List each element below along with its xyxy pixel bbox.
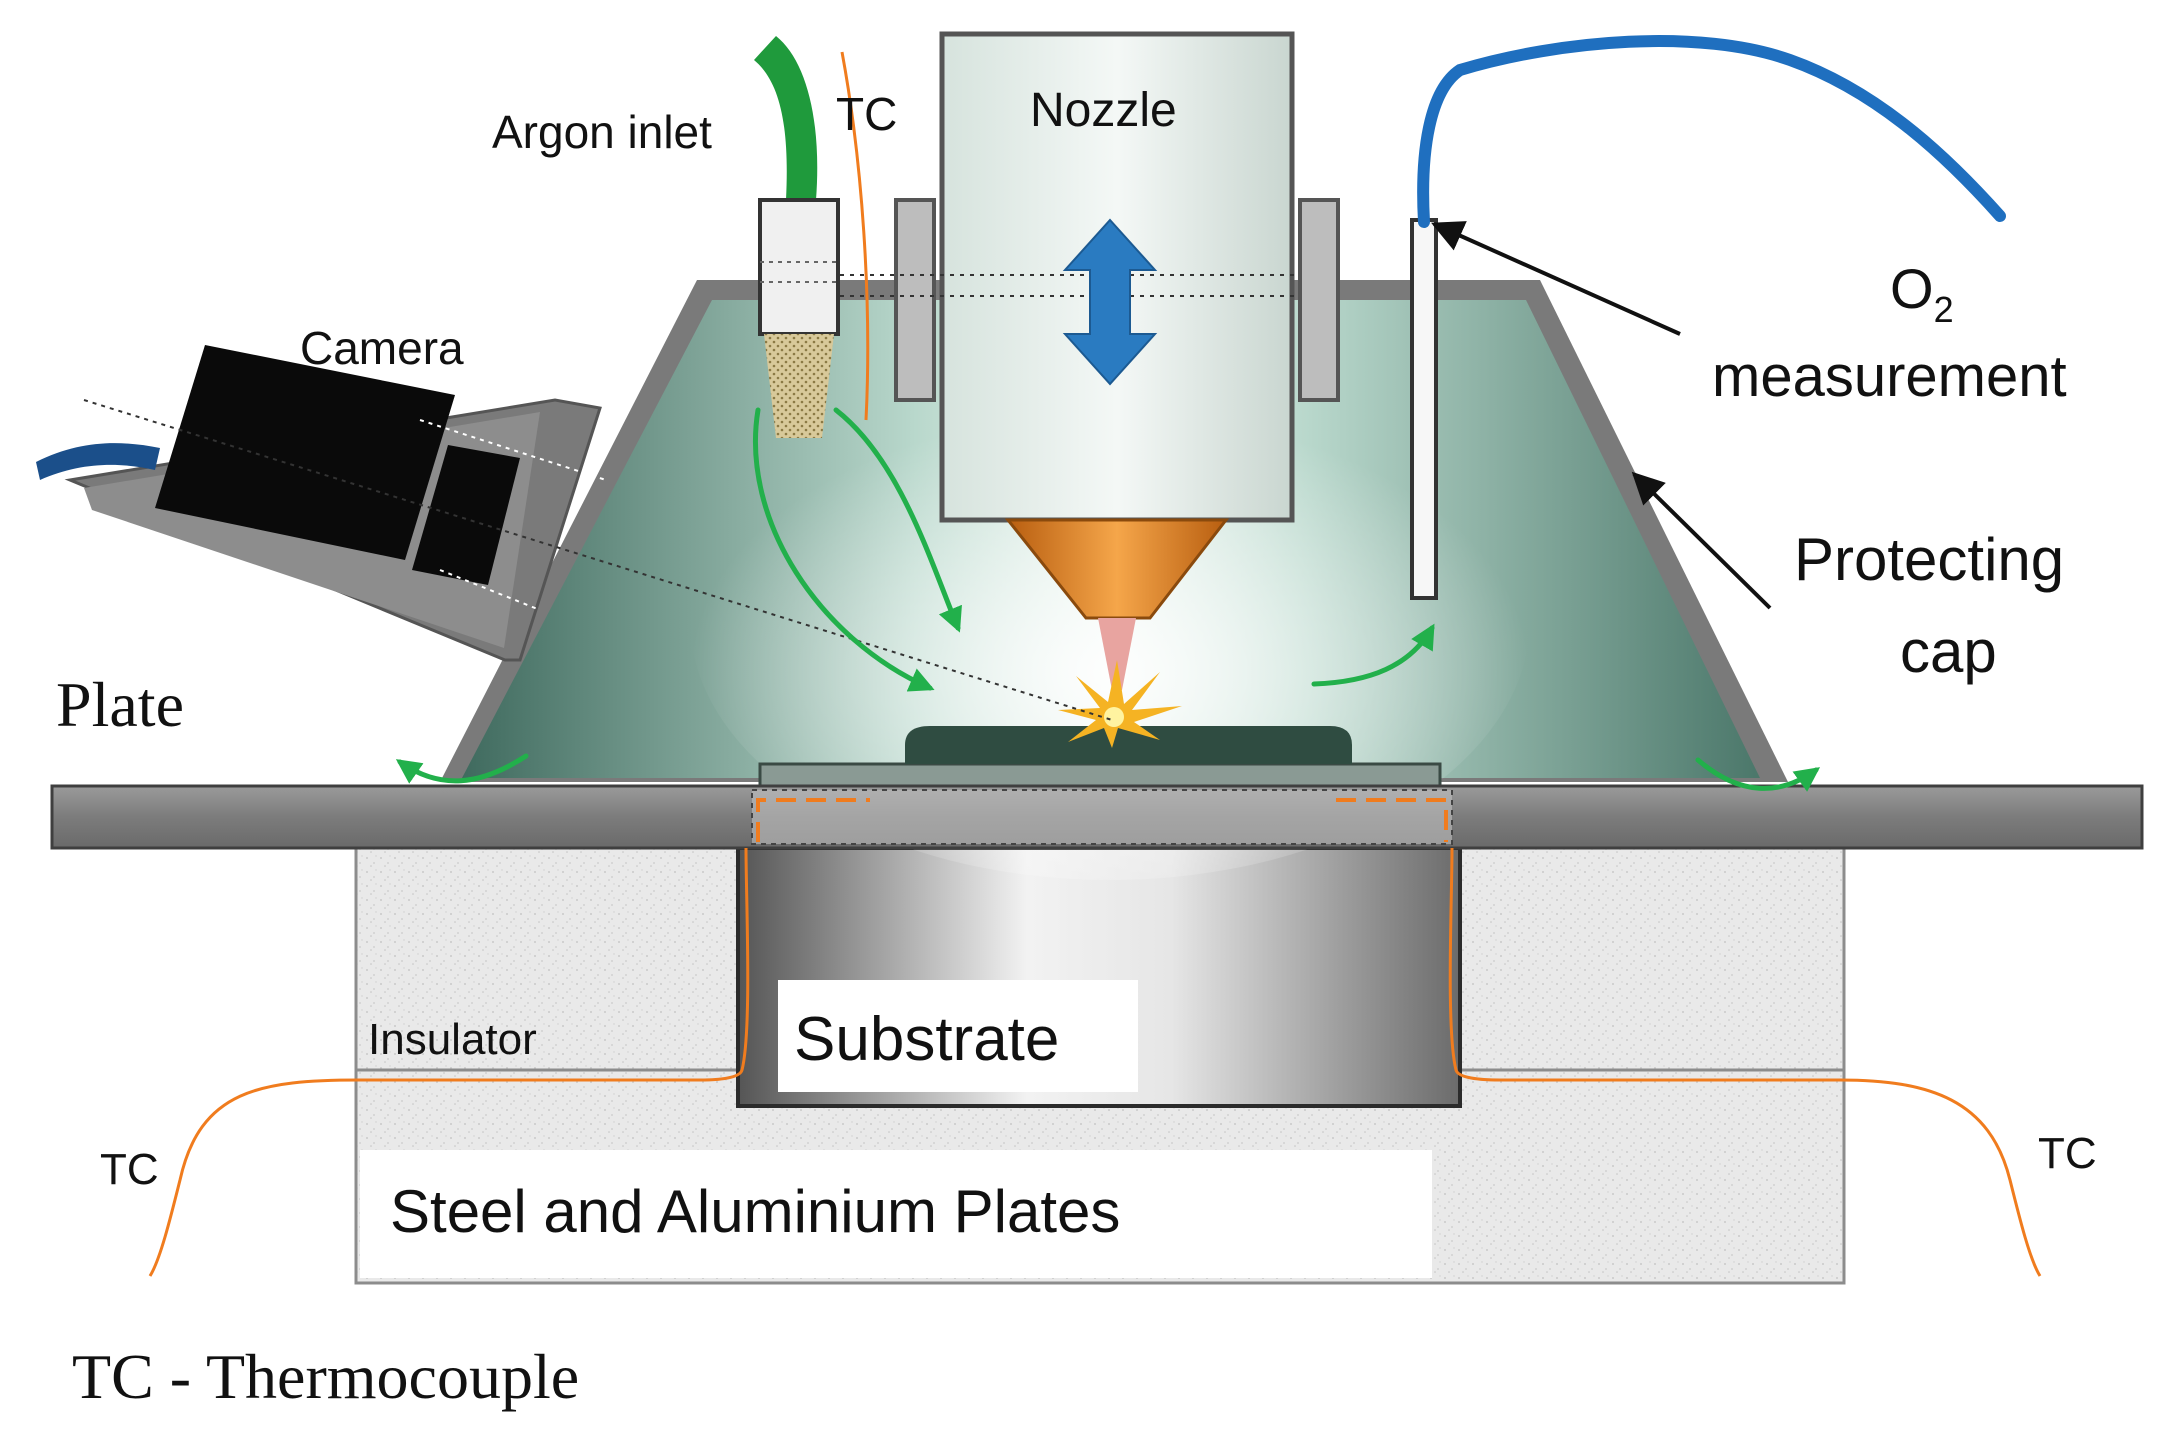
cap-pointer-arrow: [1631, 471, 1772, 610]
substrate-cylinder: [736, 846, 1462, 1108]
label-protecting: Protecting: [1794, 526, 2064, 593]
substrate-top-plate: [758, 762, 1442, 788]
nozzle-bracket-right: [1298, 198, 1340, 402]
argon-inlet: [754, 36, 840, 438]
label-tc-left: TC: [100, 1145, 159, 1194]
o2-probe: [1410, 35, 2006, 600]
motion-arrow-icon: [1062, 218, 1158, 386]
label-plate: Plate: [56, 669, 184, 740]
o2-pointer-arrow: [1431, 221, 1681, 336]
nozzle: [770, 31, 1300, 690]
spark-icon: [1058, 660, 1182, 748]
thermocouple-top-wire: [840, 51, 870, 421]
label-cap: cap: [1900, 618, 1997, 685]
label-nozzle: Nozzle: [1030, 84, 1177, 137]
label-o2-measurement: measurement: [1712, 344, 2067, 409]
nozzle-bracket-left: [894, 198, 936, 402]
label-substrate: Substrate: [794, 1005, 1059, 1074]
thermocouple-side-wires: [148, 847, 2042, 1277]
label-tc-right: TC: [2038, 1129, 2097, 1178]
steel-plates-box: [360, 1150, 1432, 1278]
label-insulator: Insulator: [368, 1015, 537, 1064]
label-legend: TC - Thermocouple: [72, 1341, 579, 1412]
deposit-layer: [905, 726, 1352, 764]
label-argon-inlet: Argon inlet: [492, 106, 712, 158]
label-camera: Camera: [300, 322, 464, 374]
camera-guide-top: [419, 419, 607, 481]
label-o2: O2: [1890, 257, 1954, 330]
plate-bar: [50, 784, 2144, 850]
label-tc-top: TC: [836, 88, 897, 140]
gas-flow-arrows: [395, 407, 1821, 792]
camera-icon: [36, 345, 520, 585]
label-steel-plates: Steel and Aluminium Plates: [390, 1178, 1120, 1245]
